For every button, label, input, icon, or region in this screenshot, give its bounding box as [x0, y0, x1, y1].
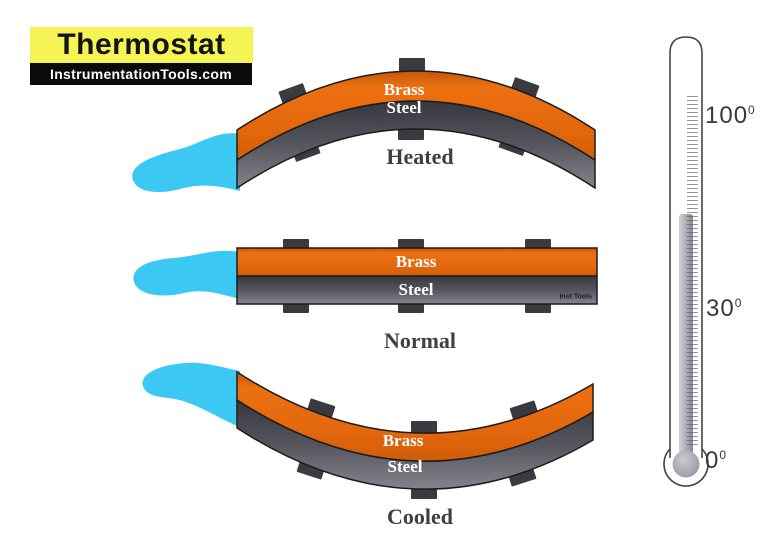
thermometer-ticks [687, 96, 698, 448]
logo-subtitle: InstrumentationTools.com [30, 63, 252, 85]
mercury-bulb [672, 450, 700, 478]
normal-caption: Normal [383, 328, 457, 353]
clip [509, 400, 539, 422]
normal-brass-layer [236, 247, 598, 277]
normal-handle [133, 250, 240, 299]
clip [278, 83, 308, 105]
scale-value: 30 [706, 295, 735, 322]
scale-degree: 0 [734, 296, 742, 310]
cooled-caption: Cooled [387, 504, 453, 529]
scale-degree: 0 [748, 103, 755, 117]
cooled-strip [142, 362, 594, 499]
clip [306, 398, 336, 420]
heated-strip [132, 58, 596, 193]
scale-label-30: 300 [706, 295, 741, 323]
thermometer [663, 36, 709, 487]
scale-label-100: 1000 [705, 102, 755, 130]
scale-degree: 0 [719, 448, 727, 462]
scale-label-0: 00 [705, 447, 726, 475]
heated-caption: Heated [386, 144, 454, 169]
cooled-handle [142, 362, 240, 427]
heated-brass-layer [236, 70, 596, 162]
cooled-brass-layer [236, 370, 594, 462]
heated-handle [132, 133, 240, 193]
watermark: Inst Tools [559, 293, 592, 301]
logo: Thermostat InstrumentationTools.com [30, 27, 253, 85]
clip [399, 58, 425, 72]
scale-value: 100 [705, 102, 749, 129]
normal-steel-layer [236, 275, 598, 305]
normal-strip [133, 239, 598, 313]
scale-value: 0 [705, 447, 720, 474]
logo-title: Thermostat [30, 27, 253, 63]
clip [510, 77, 540, 99]
clip [411, 421, 437, 435]
